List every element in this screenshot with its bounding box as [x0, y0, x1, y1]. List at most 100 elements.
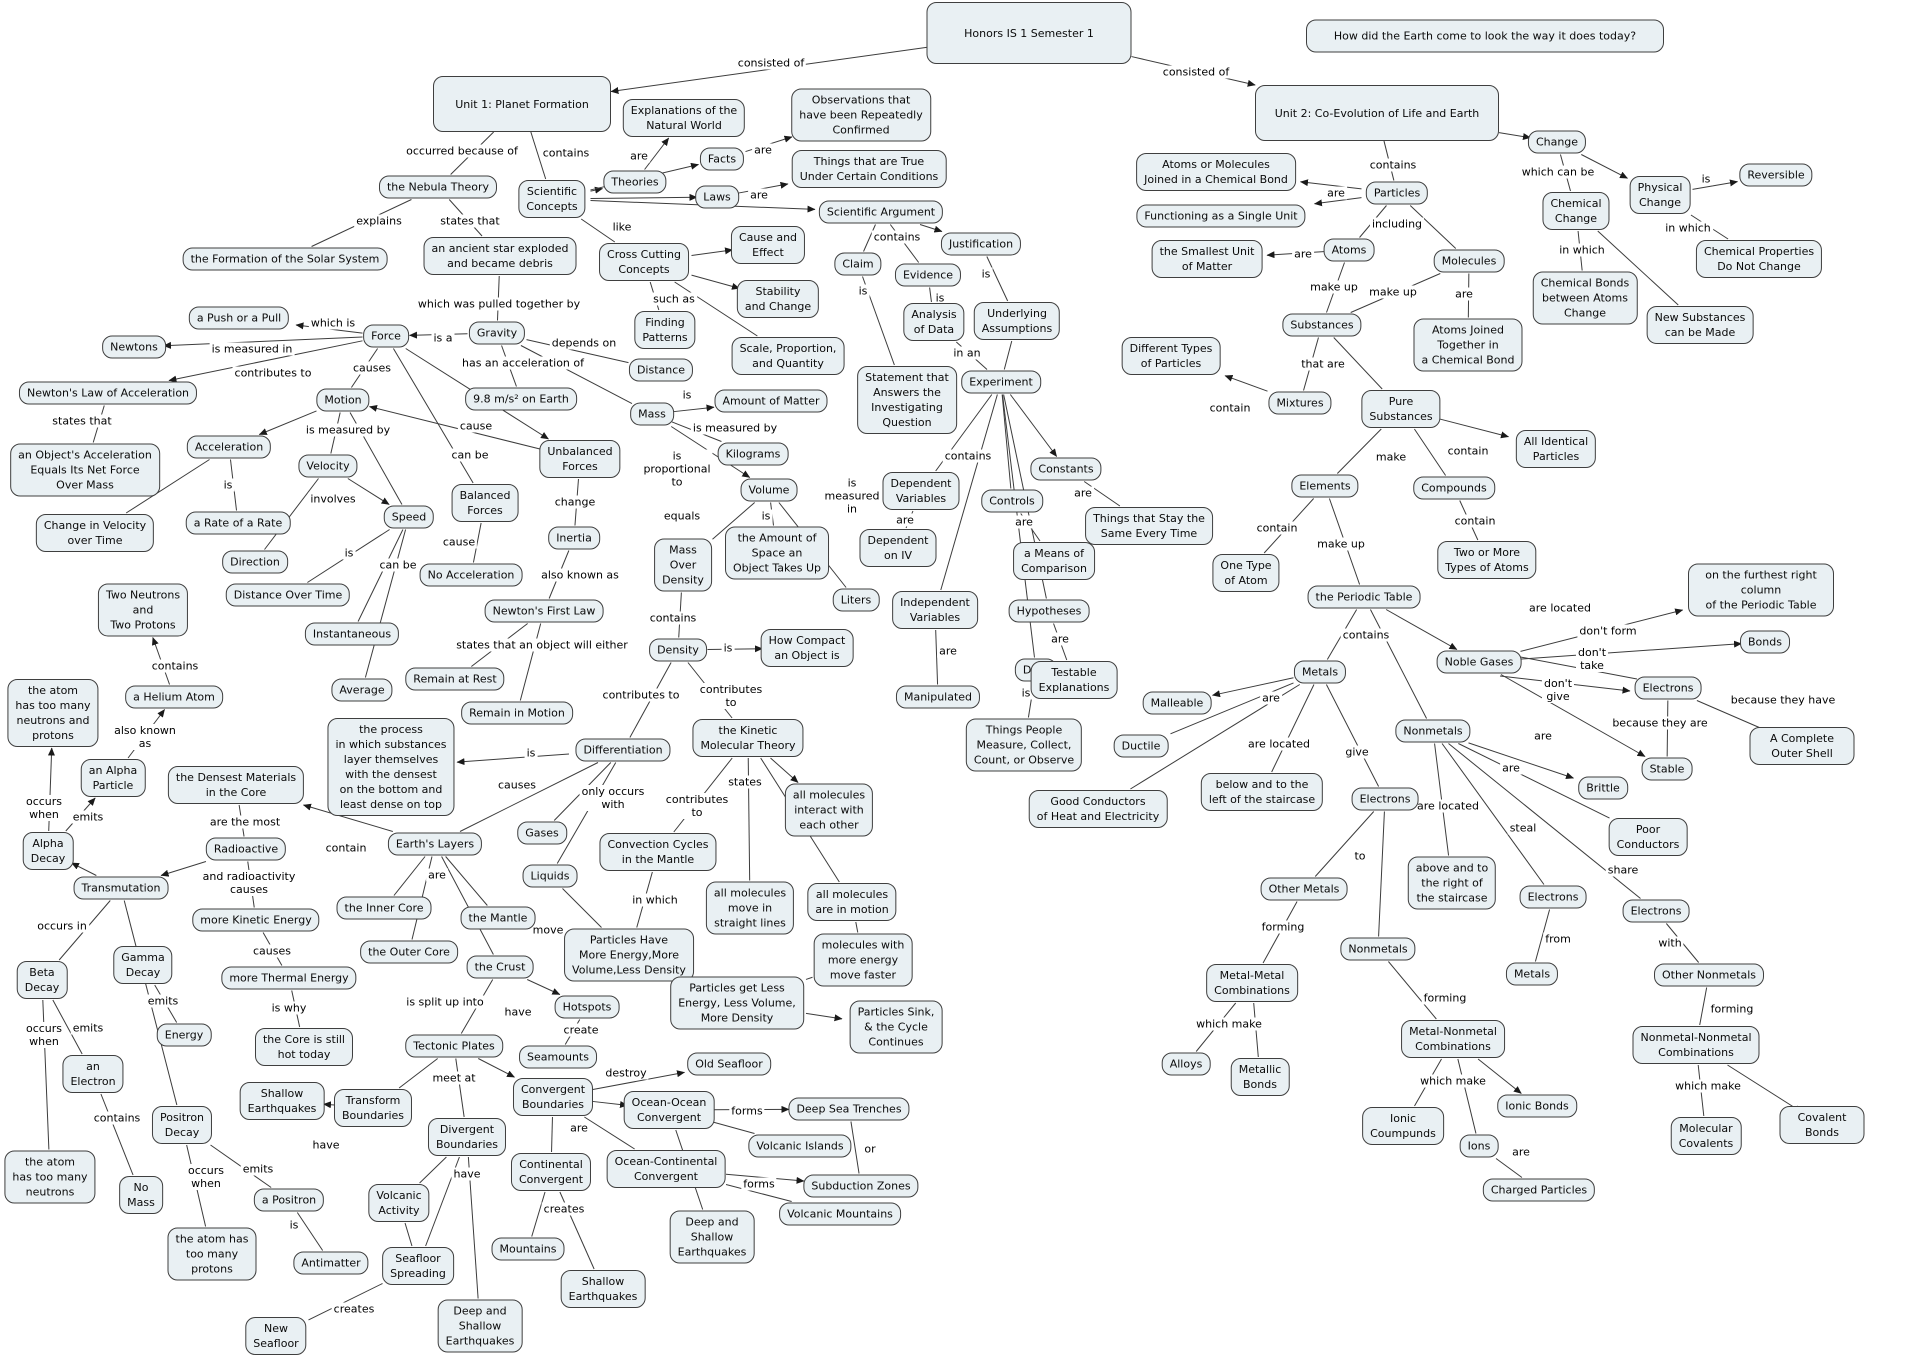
concept-node-positrondecay[interactable]: Positron Decay	[151, 1106, 213, 1144]
concept-node-rate[interactable]: a Rate of a Rate	[185, 511, 291, 535]
concept-node-change[interactable]: Change	[1527, 130, 1587, 154]
edge-label[interactable]: is	[933, 291, 947, 305]
edge-label[interactable]: emits	[70, 810, 106, 824]
edge-label[interactable]: contain	[1207, 401, 1253, 415]
edge-label[interactable]: contains	[1340, 628, 1392, 642]
concept-node-alloys[interactable]: Alloys	[1161, 1052, 1211, 1076]
concept-node-dseq1[interactable]: Deep and Shallow Earthquakes	[669, 1210, 755, 1264]
edge-label[interactable]: contributes to	[600, 688, 682, 702]
concept-node-allmot[interactable]: all molecules are in motion	[807, 883, 897, 921]
edge-label[interactable]: states that	[438, 214, 502, 228]
concept-node-unbal[interactable]: Unbalanced Forces	[539, 440, 621, 478]
edge-label[interactable]: meet at	[430, 1071, 478, 1085]
edge-label[interactable]: is	[979, 267, 993, 281]
edge-label[interactable]: are	[1532, 729, 1554, 743]
concept-node-mixtures[interactable]: Mixtures	[1268, 391, 1332, 415]
concept-node-ioniccomp[interactable]: Ionic Coumpunds	[1362, 1107, 1444, 1145]
edge-label[interactable]: cause	[440, 535, 478, 549]
concept-node-mass[interactable]: Mass	[630, 402, 674, 426]
concept-node-acos[interactable]: A Complete Outer Shell	[1749, 727, 1855, 765]
edge-label[interactable]: move	[530, 923, 566, 937]
concept-node-onetype[interactable]: One Type of Atom	[1212, 554, 1280, 592]
concept-node-density[interactable]: Density	[649, 638, 707, 662]
concept-node-electrons3[interactable]: Electrons	[1519, 885, 1587, 909]
concept-node-theories[interactable]: Theories	[603, 170, 667, 194]
concept-node-divb[interactable]: Divergent Boundaries	[427, 1118, 507, 1156]
edge-label[interactable]: is measured in	[209, 342, 295, 356]
concept-node-speed[interactable]: Speed	[383, 505, 435, 529]
concept-node-nebula[interactable]: the Nebula Theory	[378, 175, 498, 199]
concept-node-nnc[interactable]: Nonmetal-Nonmetal Combinations	[1632, 1026, 1760, 1064]
concept-node-oo[interactable]: Ocean-Ocean Convergent	[623, 1091, 715, 1129]
concept-node-molecules[interactable]: Molecules	[1433, 249, 1505, 273]
concept-node-mnc[interactable]: Metal-Nonmetal Combinations	[1401, 1020, 1505, 1058]
concept-node-rim[interactable]: Remain in Motion	[461, 701, 573, 725]
edge-label[interactable]: consisted of	[1160, 65, 1232, 79]
edge-label[interactable]: make up	[1315, 537, 1367, 551]
edge-label[interactable]: which is	[308, 316, 358, 330]
edge-label[interactable]: are	[937, 644, 959, 658]
concept-node-dst[interactable]: Deep Sea Trenches	[788, 1097, 910, 1121]
concept-node-unit1[interactable]: Unit 1: Planet Formation	[433, 76, 611, 132]
concept-node-goodcond[interactable]: Good Conductors of Heat and Electricity	[1028, 790, 1168, 828]
concept-node-belowleft[interactable]: below and to the left of the staircase	[1200, 773, 1324, 811]
edge-label[interactable]: are	[1049, 632, 1071, 646]
edge-label[interactable]: steal	[1507, 821, 1539, 835]
concept-node-snc[interactable]: Stability and Change	[736, 280, 820, 318]
concept-node-accel[interactable]: Acceleration	[186, 435, 272, 459]
edge-label[interactable]: is	[1699, 172, 1713, 186]
concept-node-inner[interactable]: the Inner Core	[336, 896, 432, 920]
concept-node-pure[interactable]: Pure Substances	[1361, 390, 1441, 428]
concept-node-electrons1[interactable]: Electrons	[1634, 676, 1702, 700]
concept-node-cbac[interactable]: Chemical Bonds between Atoms Change	[1532, 271, 1638, 325]
edge-label[interactable]: and radioactivity causes	[200, 870, 298, 896]
edge-label[interactable]: are	[568, 1121, 590, 1135]
edge-label[interactable]: are located	[1415, 799, 1481, 813]
edge-label[interactable]: don't take	[1575, 646, 1609, 672]
edge-label[interactable]: occurs when	[185, 1164, 227, 1190]
concept-node-vel[interactable]: Velocity	[298, 454, 358, 478]
edge-label[interactable]: forming	[1708, 1002, 1756, 1016]
edge-label[interactable]: are located	[1527, 601, 1593, 615]
edge-label[interactable]: is proportional to	[641, 449, 713, 489]
concept-node-positron[interactable]: a Positron	[253, 1188, 325, 1212]
edge-label[interactable]: emits	[145, 994, 181, 1008]
concept-node-noacc[interactable]: No Acceleration	[419, 563, 523, 587]
concept-node-cvit[interactable]: Change in Velocity over Time	[35, 514, 155, 552]
edge-label[interactable]: to	[1352, 849, 1368, 863]
edge-label[interactable]: has an acceleration of	[459, 356, 587, 370]
concept-node-atomnp[interactable]: the atom has too many neutrons and proto…	[7, 679, 99, 747]
concept-node-electrons4[interactable]: Electrons	[1622, 899, 1690, 923]
concept-node-ions[interactable]: Ions	[1459, 1134, 1499, 1158]
concept-node-test[interactable]: Testable Explanations	[1030, 661, 1118, 699]
concept-node-aboveright[interactable]: above and to the right of the staircase	[1407, 856, 1497, 910]
concept-node-noble[interactable]: Noble Gases	[1436, 650, 1522, 674]
concept-node-dist[interactable]: Distance	[628, 358, 694, 382]
edge-label[interactable]: are	[426, 868, 448, 882]
concept-node-malleable[interactable]: Malleable	[1142, 691, 1212, 715]
concept-node-twotypes[interactable]: Two or More Types of Atoms	[1437, 541, 1537, 579]
concept-node-mte[interactable]: more Thermal Energy	[221, 966, 357, 990]
concept-node-newsea[interactable]: New Seafloor	[245, 1317, 307, 1355]
concept-node-helium[interactable]: a Helium Atom	[125, 685, 223, 709]
edge-label[interactable]: is	[342, 546, 356, 560]
edge-label[interactable]: contributes to	[663, 793, 731, 819]
edge-label[interactable]: which was pulled together by	[415, 297, 583, 311]
edge-label[interactable]: are	[1013, 515, 1035, 529]
edge-label[interactable]: is	[721, 641, 735, 655]
edge-label[interactable]: are located	[1246, 737, 1312, 751]
concept-node-claim[interactable]: Claim	[834, 252, 882, 276]
concept-node-antimatter[interactable]: Antimatter	[293, 1251, 369, 1275]
edge-label[interactable]: have	[451, 1167, 483, 1181]
edge-label[interactable]: is	[1019, 686, 1033, 700]
edge-label[interactable]: forming	[1259, 920, 1307, 934]
concept-node-charged[interactable]: Charged Particles	[1482, 1178, 1596, 1202]
concept-node-reversible[interactable]: Reversible	[1739, 163, 1813, 187]
edge-label[interactable]: are	[1325, 186, 1347, 200]
concept-node-compounds[interactable]: Compounds	[1413, 476, 1495, 500]
edge-label[interactable]: are	[1292, 247, 1314, 261]
concept-node-g98[interactable]: 9.8 m/s² on Earth	[465, 387, 577, 411]
edge-label[interactable]: is measured by	[303, 423, 393, 437]
edge-label[interactable]: is a	[431, 331, 455, 345]
concept-node-earthlayers[interactable]: Earth's Layers	[387, 832, 483, 856]
